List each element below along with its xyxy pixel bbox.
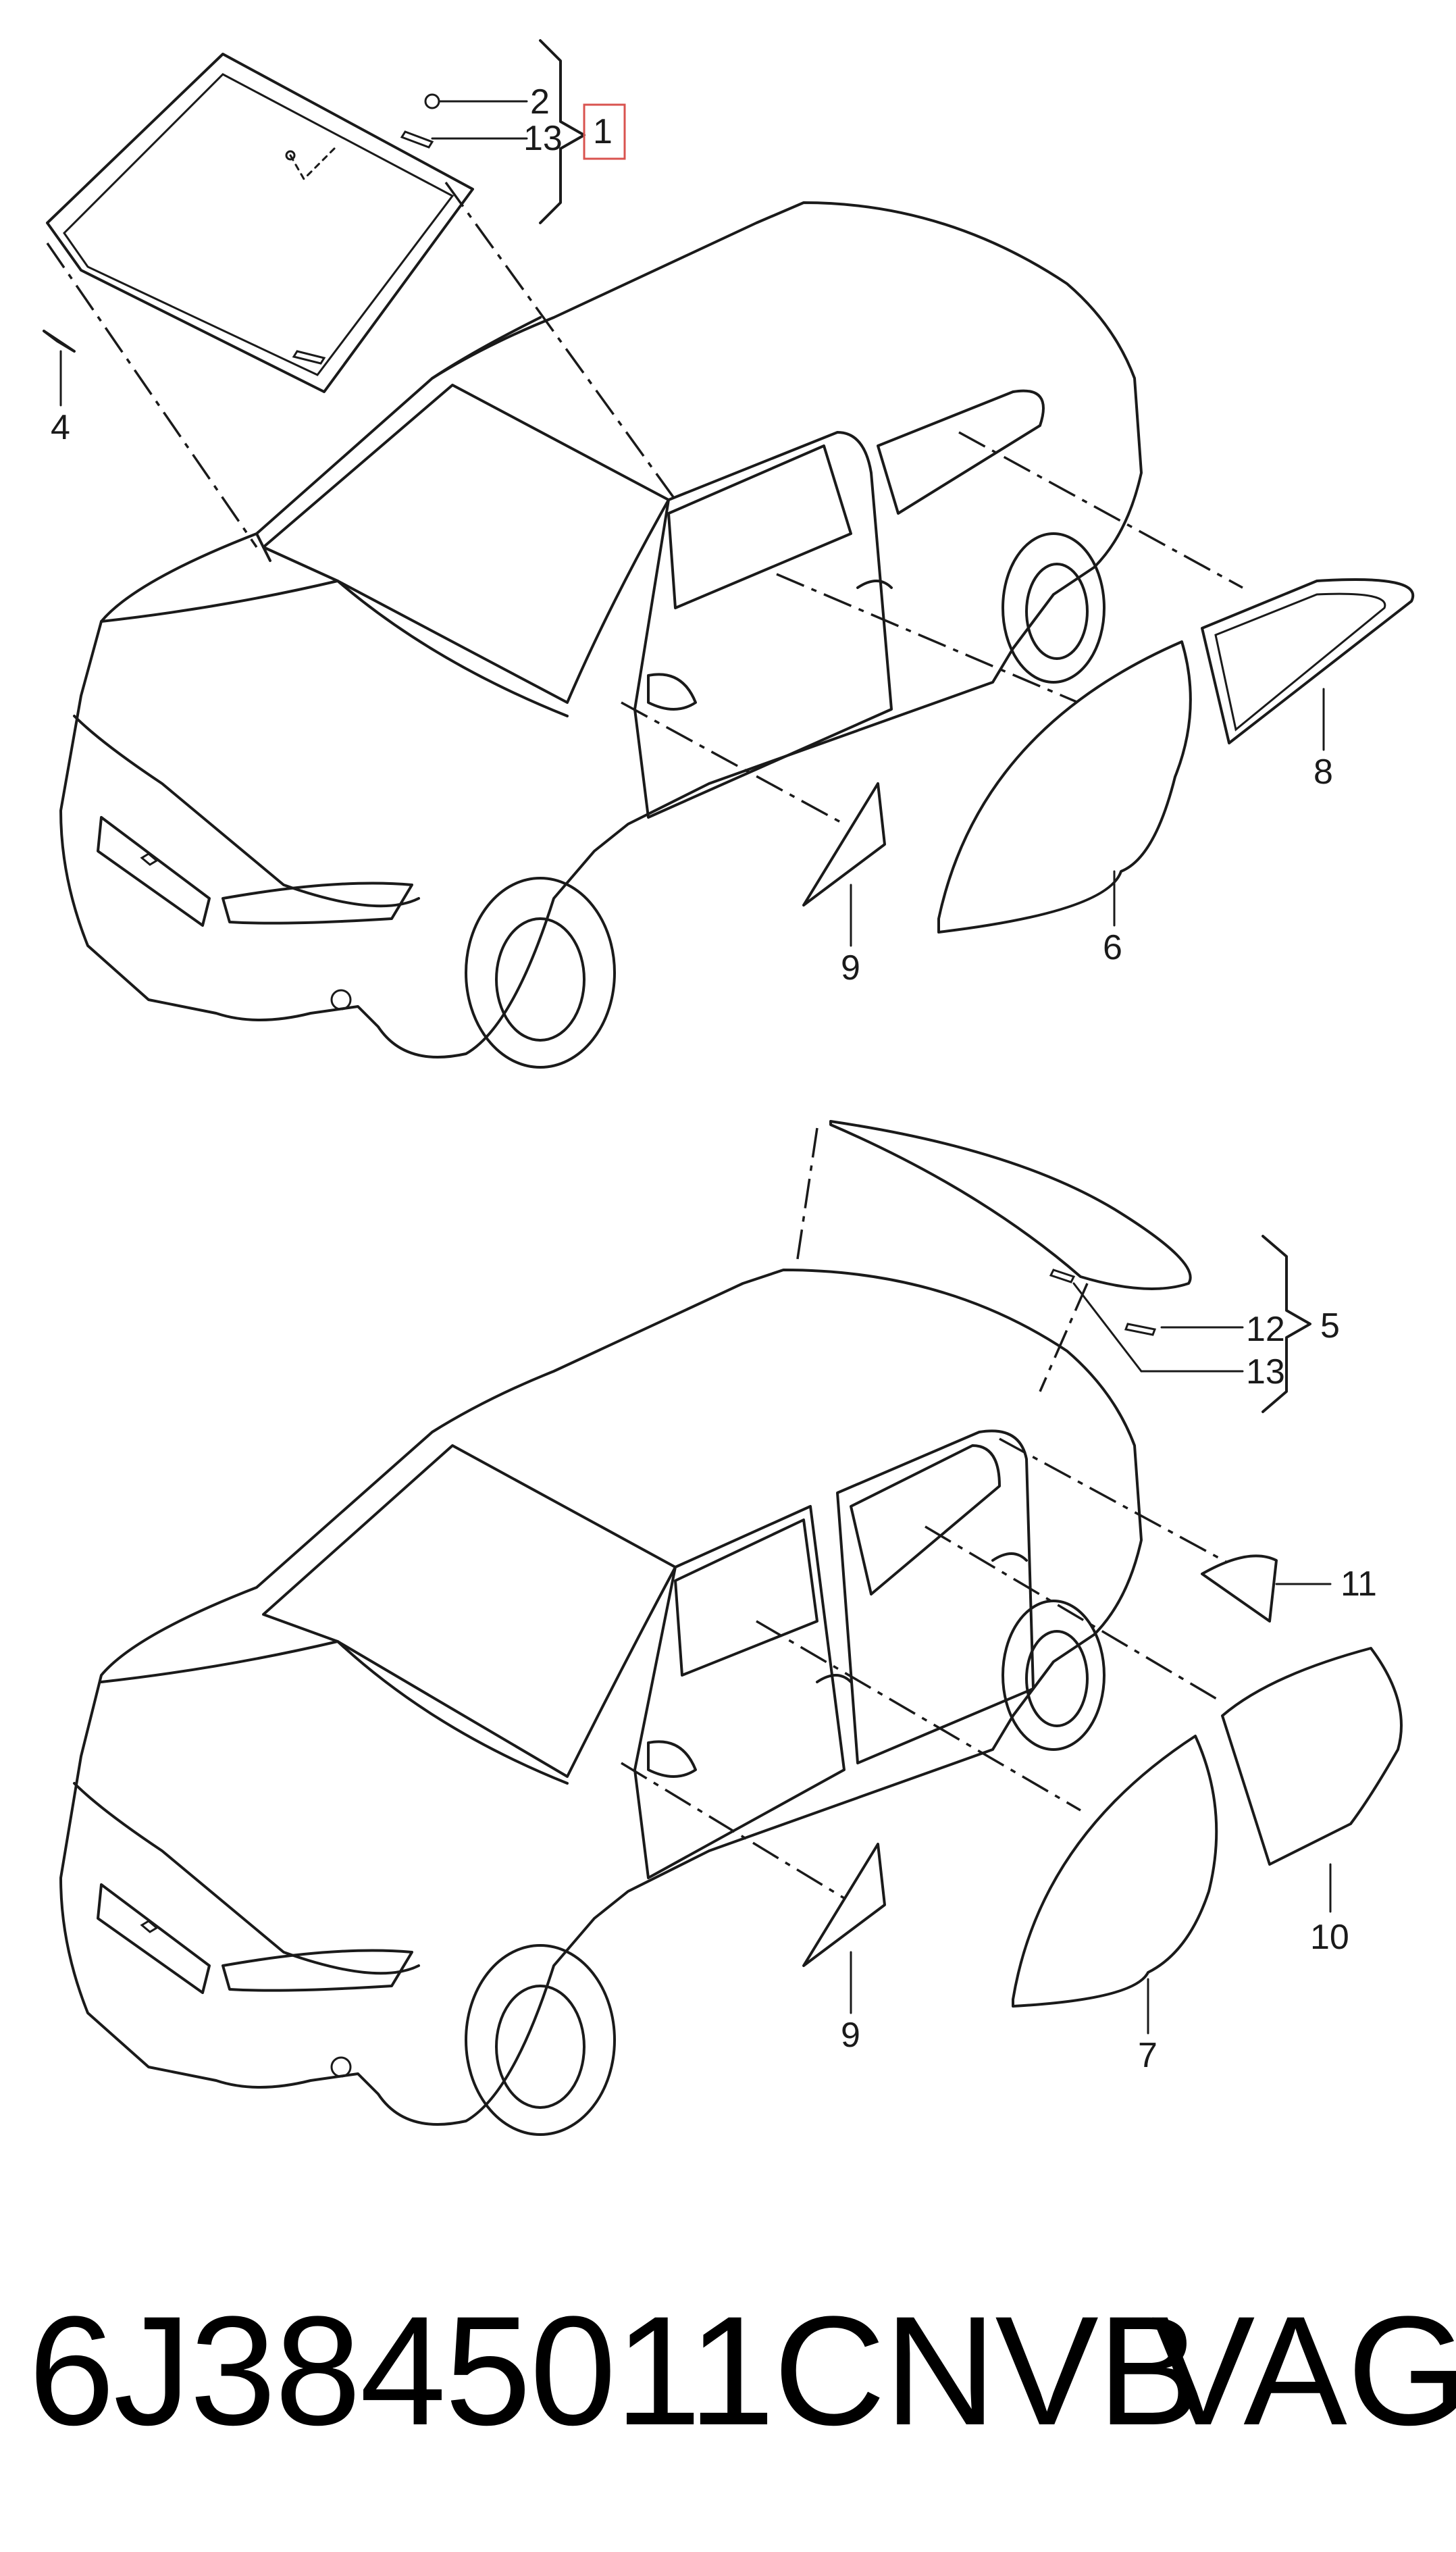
callout-7: 7 [1138,2036,1158,2075]
callout-11: 11 [1341,1564,1377,1604]
callout-9-top: 9 [841,948,860,988]
quarter-glass-8 [1201,578,1415,751]
trim-piece-4 [43,330,76,353]
windshield-part [46,53,474,393]
car-three-door [59,201,1143,1069]
callout-13-top: 13 [523,119,563,158]
mirror-triangle-9-bottom [802,1843,886,2014]
rear-window-5 [829,1120,1192,1336]
mirror-triangle-9-top [802,782,886,947]
part-number-label: 6J3845011CNVB [28,2284,1201,2457]
quarter-triangle-11 [1201,1554,1332,1623]
callout-10: 10 [1310,1918,1349,1957]
callout-6: 6 [1103,928,1122,967]
callout-12: 12 [1246,1310,1285,1349]
callout-9-bottom: 9 [841,2016,860,2055]
door-glass-6 [937,640,1192,934]
callout-2: 2 [530,82,550,122]
callout-13-bottom: 13 [1246,1352,1285,1392]
brand-label: VAG [1151,2284,1456,2457]
callout-5: 5 [1320,1306,1340,1346]
callout-4: 4 [51,408,70,447]
rear-door-glass-10 [1221,1647,1403,1913]
car-five-door [59,1269,1143,2136]
callout-1: 1 [593,112,613,151]
group-1-highlight-box [583,103,626,160]
callout-8: 8 [1314,752,1333,792]
front-door-glass-7 [1012,1735,1218,2035]
